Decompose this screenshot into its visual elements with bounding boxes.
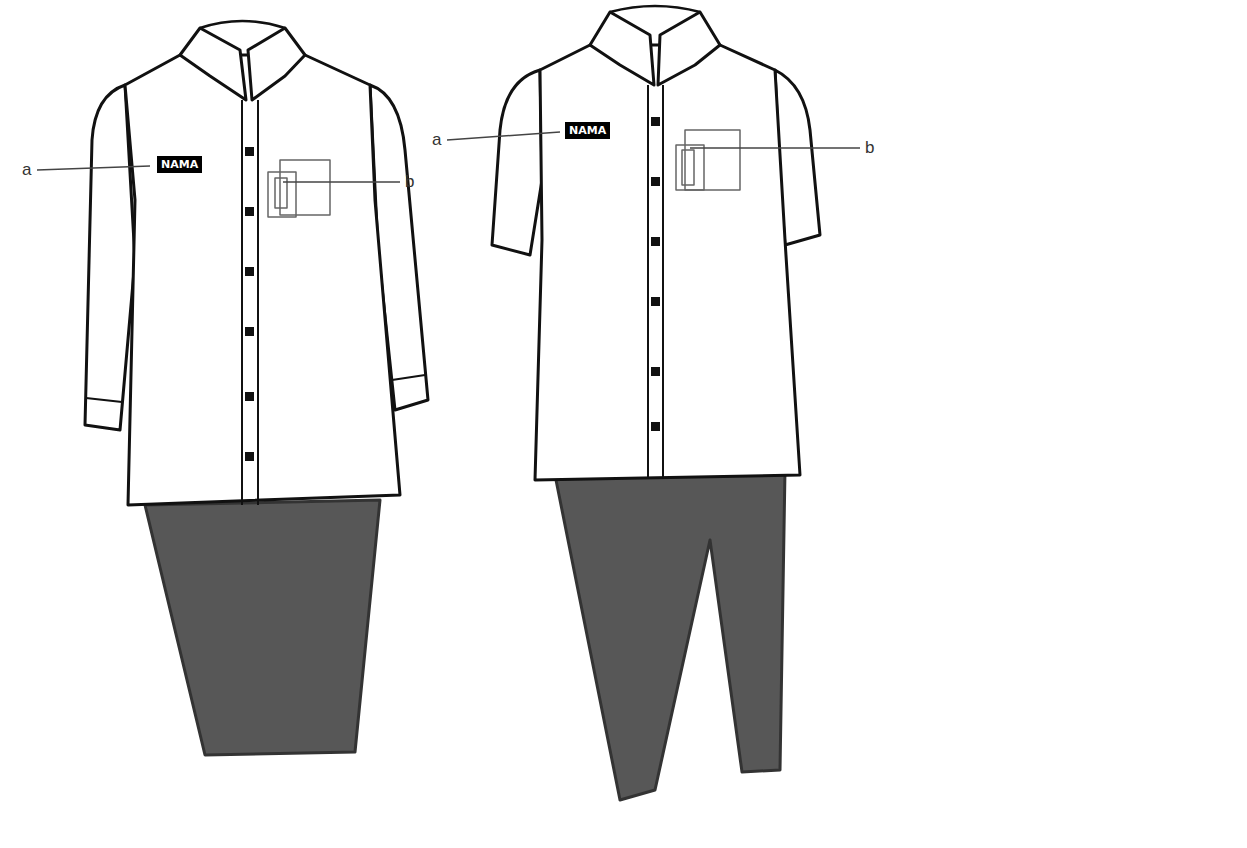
collar-band <box>610 6 700 12</box>
placket <box>242 100 258 505</box>
sleeve <box>492 70 542 255</box>
collar-band <box>200 21 285 28</box>
trousers <box>555 470 785 800</box>
pocket <box>268 160 330 217</box>
collar <box>658 12 720 85</box>
callout-letter: a <box>432 131 441 148</box>
name-text: NAMA <box>569 124 606 137</box>
sleeve <box>85 85 135 430</box>
collar <box>590 12 654 85</box>
name-text: NAMA <box>161 158 198 171</box>
callout-letter: a <box>22 161 31 178</box>
leader-lines <box>37 132 860 182</box>
buttons <box>245 117 660 461</box>
skirt <box>145 500 380 755</box>
collar <box>248 28 305 100</box>
callout-letter: b <box>865 139 874 156</box>
name-tag: NAMA <box>565 122 610 139</box>
cuff <box>392 375 425 380</box>
shirt-body <box>125 55 400 505</box>
callout-letter: b <box>405 173 414 190</box>
pocket <box>676 130 740 190</box>
collar <box>180 28 246 100</box>
cuff <box>86 398 122 402</box>
name-tag: NAMA <box>157 156 202 173</box>
placket <box>648 85 663 478</box>
shirt-body <box>535 45 800 480</box>
